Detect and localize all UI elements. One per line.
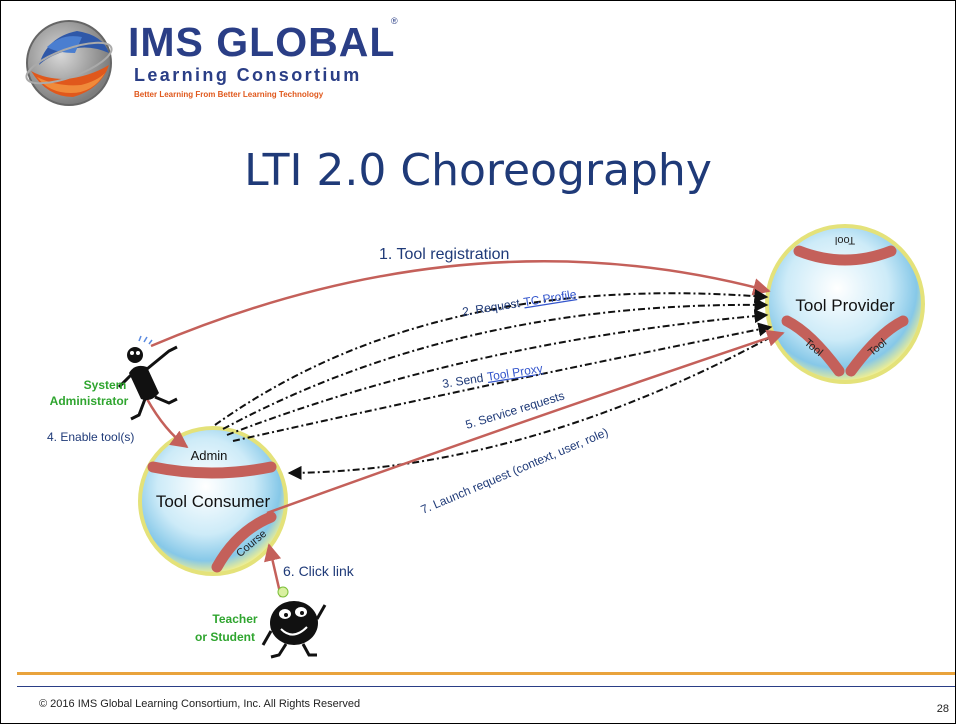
arrow-send-tool-proxy-return: [232, 322, 773, 442]
label-click-link: 6. Click link: [283, 563, 355, 579]
registered-mark: ®: [391, 16, 398, 26]
role-label-administrator: Administrator: [50, 394, 129, 408]
footer-divider-blue: [17, 686, 955, 687]
admin-slot: [147, 461, 277, 479]
role-label-teacher: Teacher: [212, 612, 257, 626]
tool-consumer-label: Tool Consumer: [156, 492, 271, 511]
logo-tagline: Better Learning From Better Learning Tec…: [134, 90, 324, 99]
tool-slot-left: [781, 315, 845, 377]
logo-title: IMS GLOBAL: [128, 19, 396, 65]
tool-consumer-node: Admin Course Tool Consumer: [138, 426, 288, 576]
logo-subtitle: Learning Consortium: [134, 65, 362, 85]
arrow-request-tc-profile-return: [222, 297, 769, 430]
arrow-service-requests: [287, 336, 772, 480]
tool-slot-right: [845, 315, 909, 377]
admin-label: Admin: [191, 448, 228, 463]
system-administrator-figure: [117, 335, 178, 421]
tool-label-top: Tool: [835, 234, 855, 246]
arrow-enable-tools: [145, 398, 189, 449]
teacher-student-figure: [261, 586, 327, 659]
tool-provider-node: Tool Tool Tool Tool Provider: [765, 224, 925, 384]
course-slot: [211, 511, 277, 573]
label-launch-request: 7. Launch request (context, user, role): [419, 425, 611, 517]
tool-provider-label: Tool Provider: [795, 296, 895, 315]
ims-global-logo: IMS GLOBAL ® Learning Consortium Better …: [17, 13, 437, 113]
slide-title: LTI 2.0 Choreography: [244, 145, 712, 196]
footer-divider-orange: [17, 672, 955, 675]
role-label-or-student: or Student: [195, 630, 255, 644]
page-number: 28: [936, 703, 949, 715]
tool-slot-top: [793, 245, 897, 266]
lightbulb-icon: [277, 586, 289, 598]
arrow-tool-registration: [150, 260, 771, 348]
globe-logo-icon: [25, 20, 113, 106]
arrow-launch-request: [266, 329, 785, 515]
copyright-text: © 2016 IMS Global Learning Consortium, I…: [39, 698, 361, 710]
role-label-system: System: [84, 378, 127, 392]
label-tool-registration: 1. Tool registration: [379, 246, 509, 263]
label-enable-tools: 4. Enable tool(s): [47, 430, 134, 444]
arrow-request-tc-profile: [214, 289, 769, 426]
